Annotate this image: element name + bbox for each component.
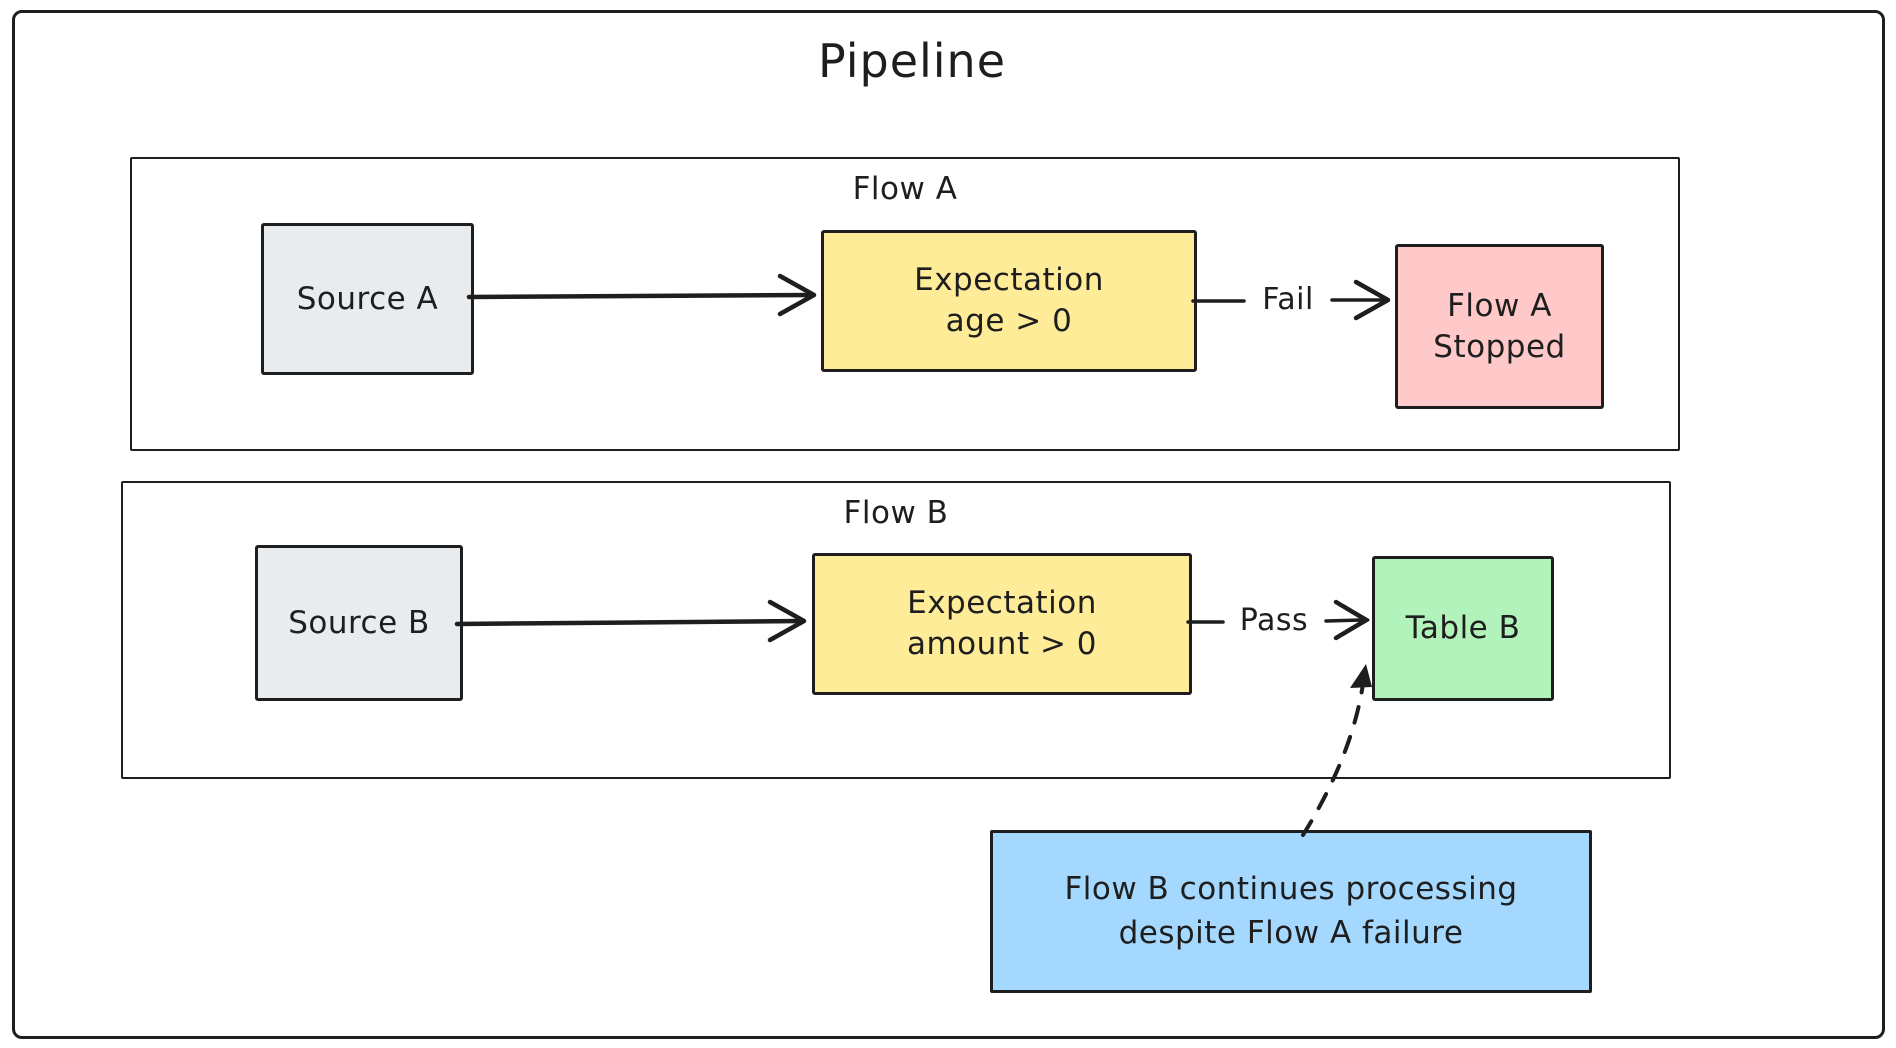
pass-edge-label: Pass bbox=[1239, 603, 1309, 638]
note-box: Flow B continues processing despite Flow… bbox=[990, 830, 1592, 993]
pipeline-frame bbox=[12, 10, 1885, 1039]
flow-a-container: Flow A bbox=[130, 157, 1680, 451]
source-b-label: Source B bbox=[288, 604, 430, 641]
expectation-a-line1: Expectation bbox=[914, 262, 1104, 299]
expectation-a-box: Expectation age > 0 bbox=[821, 230, 1197, 372]
flow-a-stopped-line2: Stopped bbox=[1433, 328, 1566, 365]
note-line2: despite Flow A failure bbox=[1118, 914, 1464, 951]
expectation-b-line1: Expectation bbox=[907, 585, 1097, 622]
source-a-label: Source A bbox=[296, 280, 439, 317]
flow-a-stopped-box: Flow A Stopped bbox=[1395, 244, 1604, 409]
table-b-box: Table B bbox=[1372, 556, 1554, 701]
fail-edge-label: Fail bbox=[1262, 282, 1314, 317]
flow-b-label: Flow B bbox=[843, 495, 949, 531]
flow-a-label: Flow A bbox=[852, 171, 958, 207]
diagram-title: Pipeline bbox=[817, 34, 1007, 88]
note-line1: Flow B continues processing bbox=[1064, 871, 1518, 908]
expectation-a-line2: age > 0 bbox=[945, 303, 1073, 339]
flow-a-stopped-line1: Flow A bbox=[1447, 287, 1552, 324]
flow-b-container: Flow B bbox=[121, 481, 1671, 779]
source-b-box: Source B bbox=[255, 545, 463, 701]
table-b-label: Table B bbox=[1405, 610, 1521, 647]
expectation-b-box: Expectation amount > 0 bbox=[812, 553, 1192, 695]
source-a-box: Source A bbox=[261, 223, 474, 375]
expectation-b-line2: amount > 0 bbox=[906, 626, 1098, 662]
